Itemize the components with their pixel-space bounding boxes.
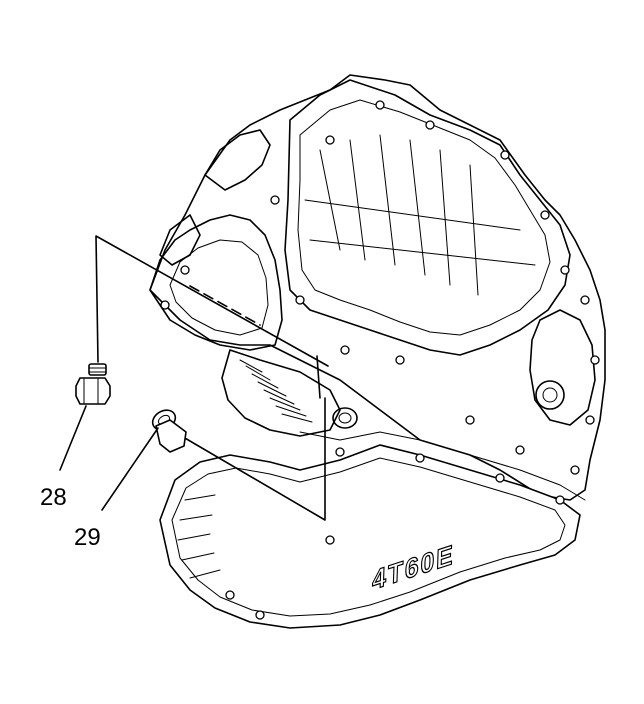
- callout-pointers: [59, 405, 159, 511]
- oil-pan: 4T60E: [159, 407, 586, 629]
- leader-line-29: [177, 397, 326, 521]
- exploded-view-lines: [95, 235, 329, 521]
- transmission-case: [149, 74, 606, 501]
- part-28-fitting: [75, 363, 111, 405]
- callout-28-label: 28: [40, 484, 67, 511]
- callout-pointer-29: [101, 427, 159, 511]
- callout-29-label: 29: [74, 524, 101, 551]
- part-29-plug: [151, 409, 187, 453]
- leader-line-28: [95, 235, 329, 367]
- callout-pointer-28: [59, 405, 87, 471]
